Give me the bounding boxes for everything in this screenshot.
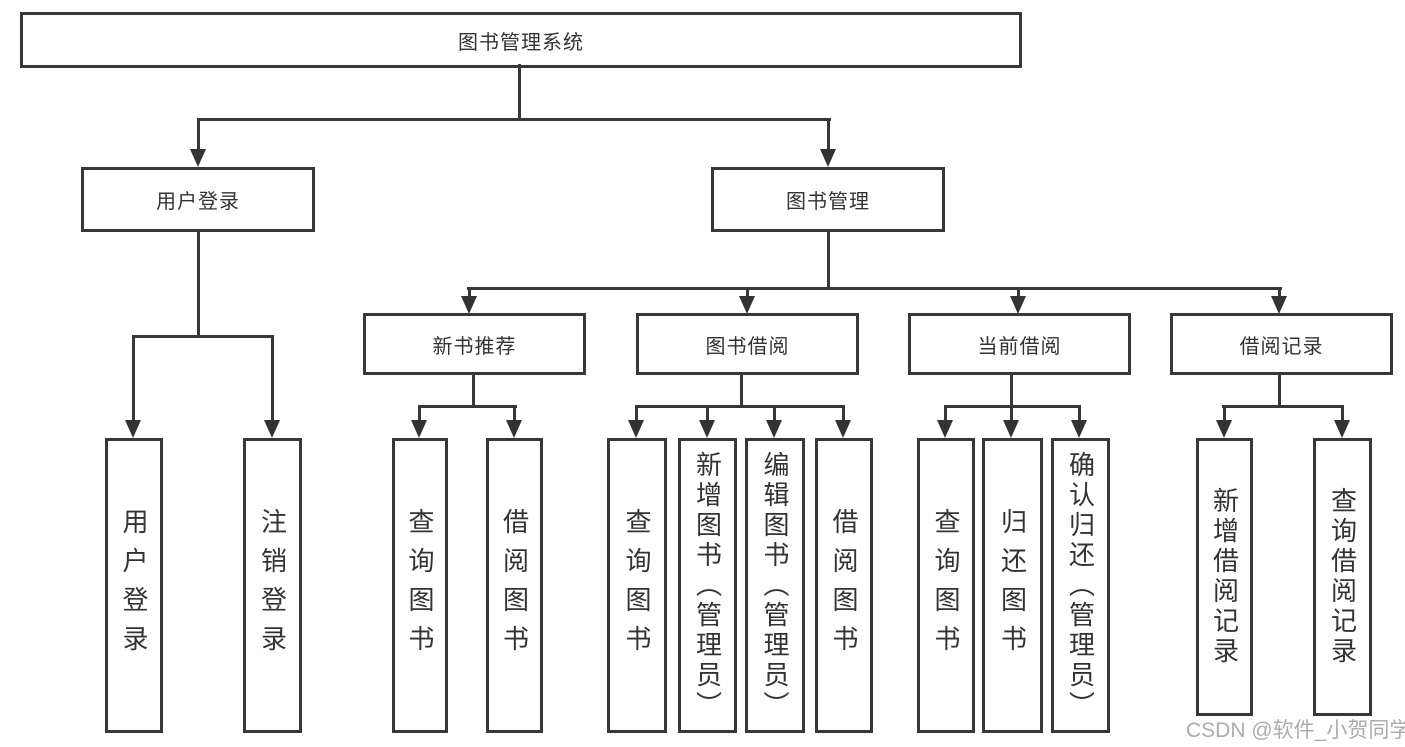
connector-root-drop-left	[197, 118, 200, 152]
connector-current-drop-1	[944, 405, 947, 422]
node-recommend-borrow-books: 借阅图书	[486, 438, 543, 733]
connector-borrowing-bar	[635, 405, 845, 408]
connector-current-drop-2	[1010, 405, 1013, 422]
connector-root-bar	[198, 118, 831, 121]
node-current-query-books: 查询图书	[917, 438, 975, 733]
connector-recommend-stem	[472, 372, 475, 408]
node-borrowing-records-label: 借阅记录	[1239, 335, 1324, 358]
connector-recommend-drop-2	[513, 405, 516, 422]
node-borrowing-records: 借阅记录	[1170, 313, 1393, 375]
node-borrowing-add-books: 新增图书（管理员）	[678, 438, 737, 733]
node-leaf-user-login-label: 用户登录	[119, 507, 149, 664]
node-borrowing-query-books: 查询图书	[607, 438, 667, 733]
node-user-login: 用户登录	[81, 167, 315, 232]
arrow-down-icon	[411, 420, 427, 438]
arrow-down-icon	[766, 420, 782, 438]
arrow-down-icon	[1271, 296, 1287, 314]
connector-bookmgmt-stem	[827, 229, 830, 289]
node-records-query-record: 查询借阅记录	[1313, 438, 1372, 716]
connector-borrowing-drop-2	[706, 405, 709, 422]
arrow-down-icon	[1003, 420, 1019, 438]
connector-userlogin-drop-1	[132, 335, 135, 422]
node-book-management: 图书管理	[711, 167, 945, 232]
connector-userlogin-stem	[197, 229, 200, 336]
node-current-query-books-label: 查询图书	[931, 507, 961, 664]
node-book-management-label: 图书管理	[786, 191, 870, 213]
node-borrowing-edit-books: 编辑图书（管理员）	[745, 438, 805, 733]
connector-borrowing-drop-1	[635, 405, 638, 422]
node-new-book-recommend: 新书推荐	[363, 313, 586, 375]
arrow-down-icon	[628, 420, 644, 438]
node-recommend-query-books-label: 查询图书	[405, 507, 435, 664]
node-current-borrowing: 当前借阅	[908, 313, 1131, 375]
arrow-down-icon	[1010, 296, 1026, 314]
connector-records-stem	[1278, 372, 1281, 408]
connector-current-stem	[1010, 372, 1013, 408]
connector-records-drop-2	[1341, 405, 1344, 422]
node-book-management-system: 图书管理系统	[20, 12, 1022, 68]
connector-userlogin-drop-2	[271, 335, 274, 422]
csdn-watermark: CSDN @软件_小贺同学	[1186, 719, 1405, 742]
arrow-down-icon	[125, 420, 141, 438]
node-borrowing-query-books-label: 查询图书	[622, 507, 652, 664]
node-current-confirm-return-label: 确认归还（管理员）	[1065, 450, 1096, 721]
node-leaf-logout-label: 注销登录	[257, 507, 288, 664]
arrow-down-icon	[739, 296, 755, 314]
connector-bookmgmt-bar	[467, 287, 1282, 290]
node-leaf-logout: 注销登录	[243, 438, 302, 733]
node-book-management-system-label: 图书管理系统	[458, 31, 584, 54]
arrow-down-icon	[190, 149, 206, 167]
arrow-down-icon	[506, 420, 522, 438]
arrow-down-icon	[1071, 420, 1087, 438]
node-records-query-record-label: 查询借阅记录	[1327, 487, 1358, 667]
node-current-return-books: 归还图书	[982, 438, 1043, 733]
node-leaf-user-login: 用户登录	[105, 438, 163, 733]
connector-borrowing-drop-4	[842, 405, 845, 422]
connector-recommend-drop-1	[418, 405, 421, 422]
node-user-login-label: 用户登录	[156, 191, 240, 213]
node-current-borrowing-label: 当前借阅	[977, 335, 1062, 358]
node-recommend-borrow-books-label: 借阅图书	[499, 507, 530, 664]
connector-bookmgmt-drop-4	[1278, 287, 1281, 299]
connector-bookmgmt-drop-2	[746, 287, 749, 299]
arrow-down-icon	[820, 149, 836, 167]
node-current-confirm-return: 确认归还（管理员）	[1051, 438, 1110, 733]
node-borrowing-add-books-label: 新增图书（管理员）	[692, 450, 723, 721]
connector-root-stem	[518, 64, 521, 121]
connector-records-bar	[1222, 405, 1344, 408]
arrow-down-icon	[1216, 420, 1232, 438]
connector-recommend-bar	[418, 405, 517, 408]
arrow-down-icon	[264, 420, 280, 438]
connector-userlogin-bar	[132, 335, 274, 338]
node-borrowing-edit-books-label: 编辑图书（管理员）	[760, 450, 790, 721]
node-recommend-query-books: 查询图书	[392, 438, 448, 733]
arrow-down-icon	[835, 420, 851, 438]
connector-records-drop-1	[1223, 405, 1226, 422]
node-book-borrowing: 图书借阅	[636, 313, 859, 375]
connector-current-drop-3	[1078, 405, 1081, 422]
connector-bookmgmt-drop-1	[468, 287, 471, 299]
arrow-down-icon	[699, 420, 715, 438]
node-records-add-record-label: 新增借阅记录	[1209, 487, 1240, 667]
arrow-down-icon	[937, 420, 953, 438]
connector-borrowing-stem	[740, 372, 743, 408]
node-new-book-recommend-label: 新书推荐	[432, 335, 517, 358]
node-borrowing-borrow-books: 借阅图书	[815, 438, 873, 733]
connector-root-drop-right	[827, 118, 830, 152]
node-current-return-books-label: 归还图书	[997, 507, 1028, 664]
node-book-borrowing-label: 图书借阅	[705, 335, 790, 358]
arrow-down-icon	[461, 296, 477, 314]
node-borrowing-borrow-books-label: 借阅图书	[829, 507, 859, 664]
connector-borrowing-drop-3	[773, 405, 776, 422]
arrow-down-icon	[1334, 420, 1350, 438]
node-records-add-record: 新增借阅记录	[1196, 438, 1253, 716]
connector-bookmgmt-drop-3	[1017, 287, 1020, 299]
